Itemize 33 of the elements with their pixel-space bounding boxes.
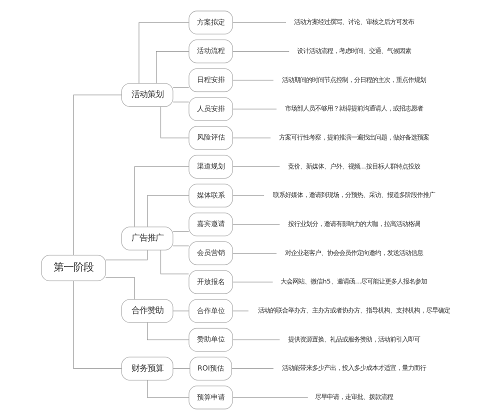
connector <box>72 94 122 256</box>
connector <box>231 368 274 369</box>
node-box: 活动策划 <box>120 83 173 107</box>
connector <box>160 106 188 138</box>
connector <box>160 250 188 274</box>
connector <box>104 250 148 260</box>
connector <box>138 22 189 84</box>
node-box: 广告推广 <box>120 226 173 250</box>
connector <box>232 51 289 52</box>
connector <box>146 195 189 228</box>
connector <box>232 252 276 254</box>
connector <box>172 87 189 88</box>
connector <box>232 80 274 81</box>
connector <box>232 397 308 398</box>
connector <box>172 231 189 232</box>
connector <box>172 310 189 312</box>
connector <box>146 322 189 340</box>
connector <box>232 339 280 340</box>
connector <box>134 166 189 227</box>
connector <box>172 368 190 369</box>
connector <box>232 310 248 312</box>
connector <box>232 22 286 23</box>
connector <box>155 51 189 84</box>
connector <box>72 280 122 369</box>
connector <box>232 108 276 110</box>
connector <box>232 195 264 196</box>
node-box: 第一阶段 <box>40 254 106 282</box>
connector <box>232 224 280 225</box>
connector <box>232 166 280 168</box>
connector <box>104 277 134 300</box>
node-box: 财务预算 <box>120 356 173 380</box>
connector <box>146 380 189 398</box>
node-box: 合作赞助 <box>120 299 173 323</box>
